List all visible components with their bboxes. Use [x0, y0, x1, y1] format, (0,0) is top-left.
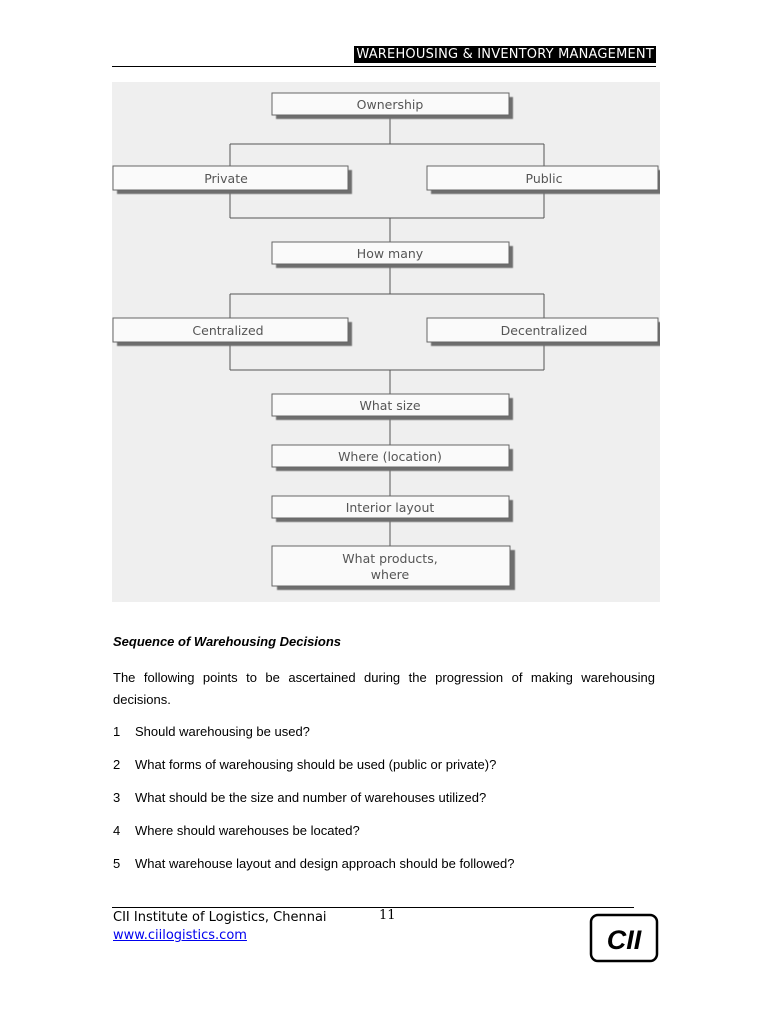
list-item: 2 What forms of warehousing should be us…	[113, 757, 658, 790]
label-what-size: What size	[359, 398, 420, 413]
label-how-many: How many	[357, 246, 424, 261]
item-number: 4	[113, 823, 121, 838]
list-item: 3 What should be the size and number of …	[113, 790, 658, 823]
box-centralized: Centralized	[112, 317, 352, 346]
label-interior-layout: Interior layout	[346, 500, 435, 515]
item-number: 1	[113, 724, 121, 739]
footer-organization: CII Institute of Logistics, Chennai	[113, 910, 327, 925]
box-public: Public	[426, 165, 660, 194]
label-ownership: Ownership	[357, 97, 424, 112]
label-private: Private	[204, 171, 248, 186]
website-link[interactable]: www.ciilogistics.com	[113, 928, 247, 943]
section-heading: Sequence of Warehousing Decisions	[113, 634, 342, 649]
list-item: 5 What warehouse layout and design appro…	[113, 856, 658, 889]
label-centralized: Centralized	[192, 323, 263, 338]
item-number: 2	[113, 757, 121, 772]
decision-questions-list: 1 Should warehousing be used? 2 What for…	[113, 724, 658, 889]
logo-text: CII	[607, 925, 642, 955]
cii-logo: CII	[589, 913, 659, 963]
box-private: Private	[112, 165, 352, 194]
box-interior-layout: Interior layout	[271, 495, 513, 522]
item-number: 3	[113, 790, 121, 805]
warehousing-decision-flowchart: Ownership Private Public How many Centra…	[112, 82, 660, 602]
item-number: 5	[113, 856, 121, 871]
box-decentralized: Decentralized	[426, 317, 660, 346]
flowchart-connectors	[229, 116, 545, 546]
box-what-products: What products, where	[271, 545, 515, 590]
item-text: What forms of warehousing should be used…	[135, 757, 497, 772]
item-text: What should be the size and number of wa…	[135, 790, 487, 805]
box-ownership: Ownership	[271, 92, 513, 119]
intro-paragraph: The following points to be ascertained d…	[113, 670, 655, 707]
item-text: Should warehousing be used?	[135, 724, 310, 739]
label-decentralized: Decentralized	[501, 323, 588, 338]
header-title: WAREHOUSING & INVENTORY MANAGEMENT	[354, 46, 656, 63]
list-item: 4 Where should warehouses be located?	[113, 823, 658, 856]
box-where-location: Where (location)	[271, 444, 513, 471]
label-public: Public	[526, 171, 563, 186]
page-header: WAREHOUSING & INVENTORY MANAGEMENT	[112, 44, 656, 67]
item-text: What warehouse layout and design approac…	[135, 856, 515, 871]
item-text: Where should warehouses be located?	[135, 823, 360, 838]
label-what-products-line2: where	[371, 567, 410, 582]
label-what-products-line1: What products,	[342, 551, 437, 566]
footer-divider	[112, 907, 634, 908]
label-where-location: Where (location)	[338, 449, 442, 464]
box-how-many: How many	[271, 241, 513, 268]
box-what-size: What size	[271, 393, 513, 420]
page-number: 11	[379, 908, 396, 923]
list-item: 1 Should warehousing be used?	[113, 724, 658, 757]
